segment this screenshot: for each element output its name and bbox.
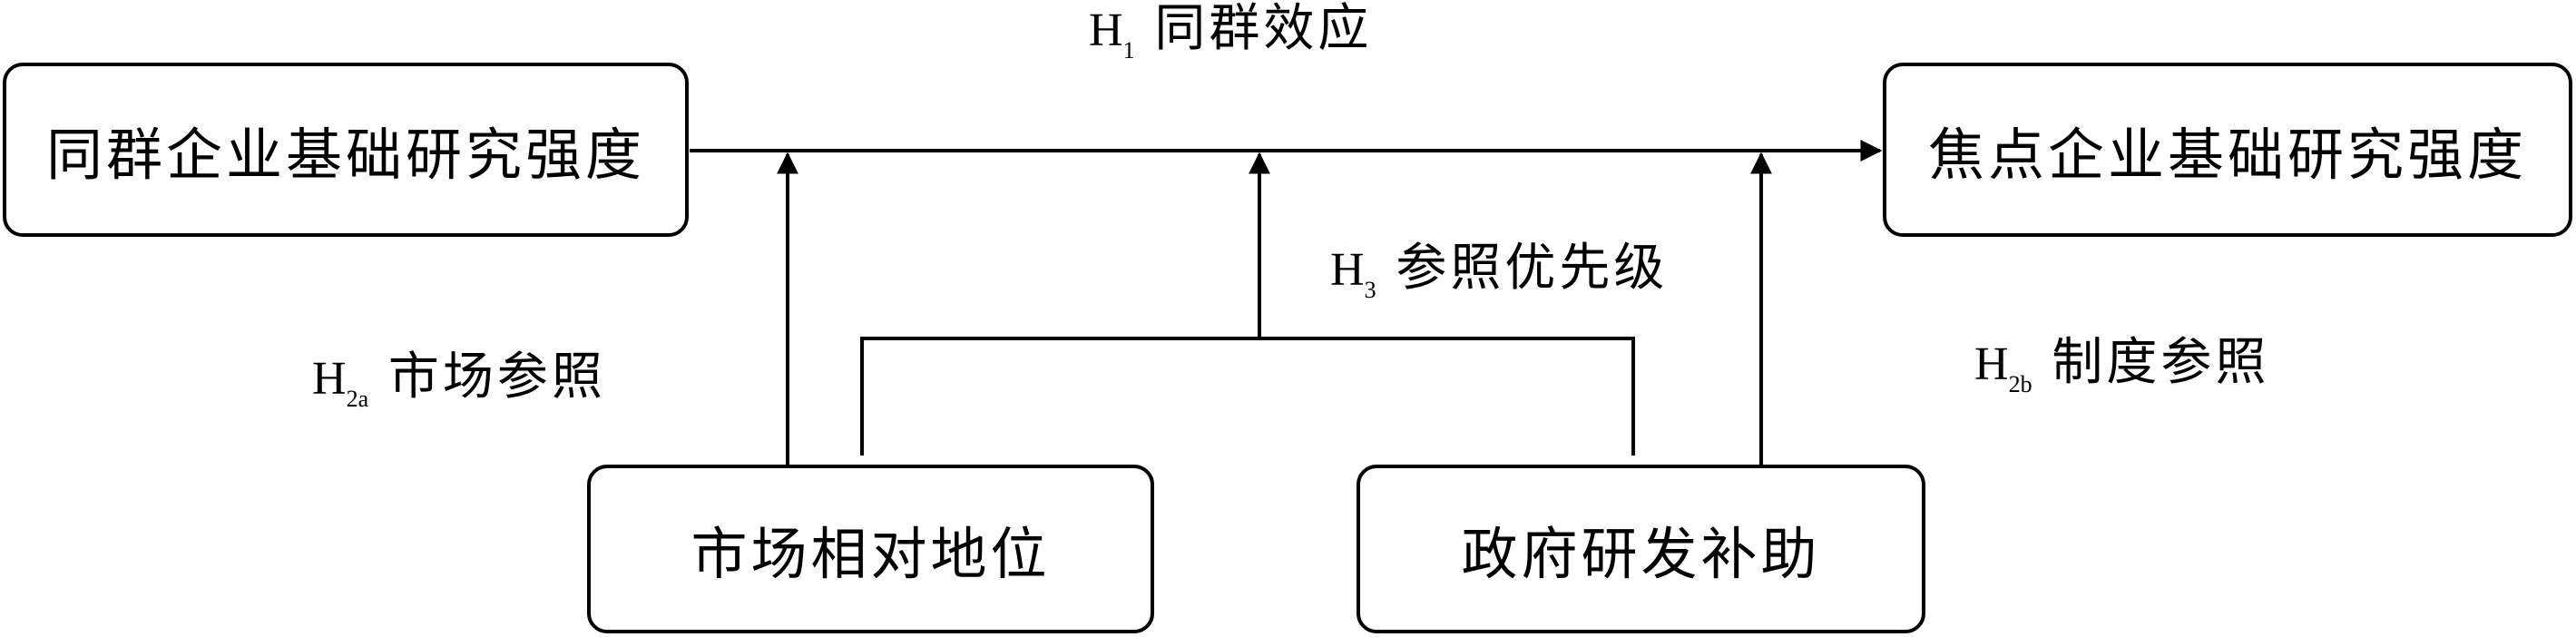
h2a-hypothesis-letter: H: [312, 353, 347, 405]
focal-firm-research-intensity-box: 焦点企业基础研究强度: [1883, 63, 2572, 237]
market-relative-position-label: 市场相对地位: [691, 521, 1051, 587]
h2b-hypothesis-number: 2b: [2008, 371, 2032, 397]
h1-hypothesis-letter: H: [1089, 5, 1123, 56]
h3-label: H3 参照优先级: [1330, 243, 1668, 302]
h2a-hypothesis-number: 2a: [346, 386, 369, 412]
h1-label-text: 同群效应: [1154, 0, 1373, 58]
peer-firm-research-intensity-label: 同群企业基础研究强度: [45, 122, 645, 188]
h2b-label: H2b 制度参照: [1974, 338, 2269, 397]
h3-bracket: [860, 337, 1635, 456]
h2a-label: H2a 市场参照: [312, 352, 606, 411]
h2b-label-text: 制度参照: [2052, 333, 2270, 392]
h2b-hypothesis-letter: H: [1974, 338, 2009, 390]
h2a-label-text: 市场参照: [387, 348, 606, 407]
h3-hypothesis-number: 3: [1364, 277, 1376, 303]
h3-label-text: 参照优先级: [1396, 239, 1669, 298]
government-rd-subsidy-box: 政府研发补助: [1357, 465, 1925, 633]
peer-firm-research-intensity-box: 同群企业基础研究强度: [3, 63, 689, 237]
market-relative-position-box: 市场相对地位: [587, 465, 1154, 633]
h3-hypothesis-letter: H: [1330, 244, 1365, 296]
h1-hypothesis-number: 1: [1122, 37, 1135, 64]
focal-firm-research-intensity-label: 焦点企业基础研究强度: [1927, 122, 2527, 188]
government-rd-subsidy-label: 政府研发补助: [1461, 521, 1821, 587]
h1-label: H1 同群效应: [1089, 4, 1372, 63]
